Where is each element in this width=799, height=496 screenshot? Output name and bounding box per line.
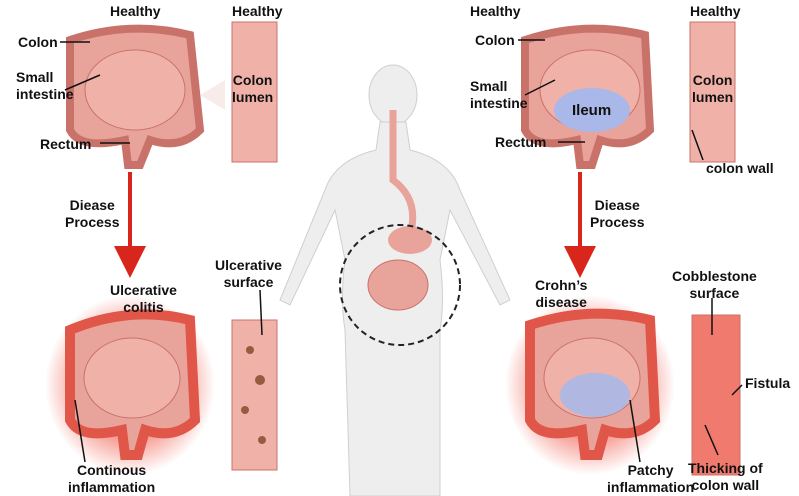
label-colon-left: Colon — [18, 34, 58, 50]
healthy-lumen-right — [689, 21, 736, 163]
label-healthy-organ-right: Healthy — [470, 3, 521, 19]
focus-circle — [339, 224, 461, 346]
ulcerated-lumen — [231, 319, 278, 471]
label-fistula: Fistula — [745, 375, 791, 391]
label-healthy-organ-left: Healthy — [110, 3, 161, 19]
ulcerative-colon — [65, 309, 201, 460]
label-rectum-right: Rectum — [495, 134, 547, 150]
label-healthy-lumen-right: Healthy — [690, 3, 741, 19]
label-rectum-left: Rectum — [40, 136, 92, 152]
label-colon-right: Colon — [475, 32, 515, 48]
healthy-lumen-left — [231, 21, 278, 163]
healthy-colon-right — [521, 24, 655, 169]
label-healthy-lumen-left: Healthy — [232, 3, 283, 19]
crohns-colon — [525, 308, 661, 460]
healthy-colon-left — [66, 24, 205, 169]
label-ileum: Ileum — [572, 102, 612, 119]
label-colon-wall: colon wall — [706, 160, 774, 176]
